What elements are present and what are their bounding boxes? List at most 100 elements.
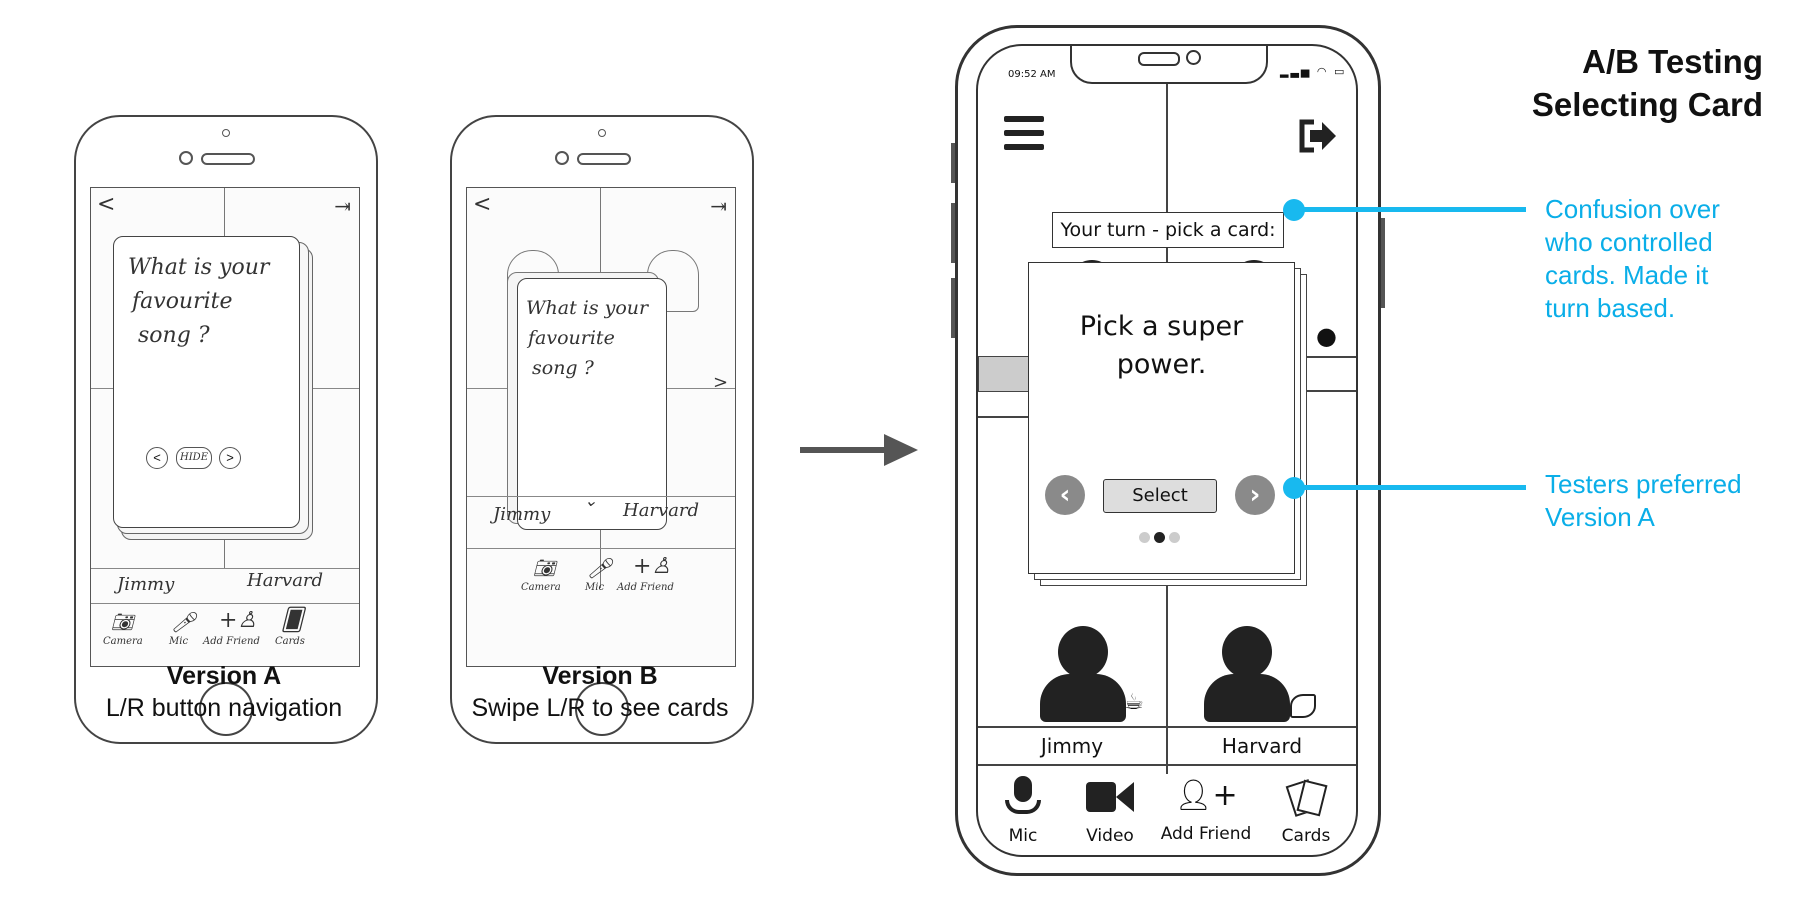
exit-icon[interactable] bbox=[1296, 116, 1340, 160]
side-button-left-2 bbox=[951, 203, 955, 263]
toolbar: 📷︎ Camera 🎤︎ Mic +♙ Add Friend 🂠 Cards bbox=[91, 608, 359, 664]
title-line-1: A/B Testing bbox=[1582, 43, 1763, 80]
add-friend-icon[interactable]: +♙ bbox=[633, 554, 672, 579]
select-button[interactable]: Select bbox=[1103, 479, 1217, 513]
version-b-caption: Version B Swipe L/R to see cards bbox=[440, 660, 760, 724]
earpiece bbox=[577, 153, 631, 165]
card-line-3: song ? bbox=[532, 357, 594, 379]
status-time: 09:52 AM bbox=[1008, 69, 1056, 80]
notch-camera bbox=[1186, 50, 1201, 65]
home-button[interactable] bbox=[575, 682, 629, 736]
camera-dot bbox=[555, 151, 569, 165]
prev-button[interactable]: < bbox=[146, 447, 168, 469]
next-card-button[interactable]: › bbox=[1235, 475, 1275, 515]
name-jimmy: Jimmy bbox=[1040, 734, 1104, 758]
turn-label: Your turn - pick a card: bbox=[1052, 212, 1284, 248]
toolbar-cards-label: Cards bbox=[1281, 826, 1331, 846]
apple-icon: ● bbox=[1316, 322, 1337, 350]
note-preferred-line-1: Testers preferred bbox=[1545, 469, 1742, 499]
note-confusion-line-4: turn based. bbox=[1545, 293, 1676, 323]
name-row-line bbox=[467, 496, 735, 497]
back-icon[interactable]: < bbox=[473, 192, 492, 217]
add-friend-icon: 👤︎+ bbox=[1174, 778, 1238, 813]
sensor-dot bbox=[598, 129, 606, 137]
toolbar-cards-label: Cards bbox=[275, 636, 305, 647]
camera-icon[interactable]: 📷︎ bbox=[533, 558, 556, 579]
note-confusion-line-1: Confusion over bbox=[1545, 194, 1720, 224]
hide-button[interactable]: HIDE bbox=[176, 447, 212, 469]
name-row-line bbox=[91, 568, 359, 569]
prev-card-button[interactable]: ‹ bbox=[1045, 475, 1085, 515]
version-a-subtitle: L/R button navigation bbox=[105, 694, 343, 722]
toolbar-add-friend-label: Add Friend bbox=[617, 582, 674, 593]
home-button[interactable] bbox=[199, 682, 253, 736]
version-a-phone: < ⇥ What is your favourite song ? < HIDE… bbox=[74, 115, 378, 744]
name-harvard: Harvard bbox=[623, 500, 700, 521]
page-title: A/B Testing Selecting Card bbox=[1532, 40, 1763, 126]
right-tile-line-1 bbox=[1278, 356, 1356, 358]
version-a-title: Version A bbox=[166, 662, 282, 690]
mic-button[interactable]: Mic bbox=[988, 776, 1058, 846]
toolbar-camera-label: Camera bbox=[103, 636, 143, 647]
status-icons: ▂▃▅ ◠ ▭ bbox=[1280, 65, 1347, 78]
lemon-icon bbox=[1290, 694, 1316, 718]
mic-icon[interactable]: 🎤︎ bbox=[171, 610, 197, 634]
toolbar-mic-label: Mic bbox=[585, 582, 605, 593]
coffee-icon: ☕︎ bbox=[1124, 690, 1144, 715]
prompt-card: Pick a super power. ‹ Select › bbox=[1028, 262, 1295, 574]
note-confusion: Confusion over who controlled cards. Mad… bbox=[1545, 193, 1720, 325]
card-line-2: favourite bbox=[132, 289, 233, 314]
left-tile-strip bbox=[978, 356, 1030, 392]
exit-icon[interactable]: ⇥ bbox=[334, 194, 351, 218]
cards-icon bbox=[1285, 778, 1328, 817]
side-button-left-1 bbox=[951, 143, 955, 183]
mic-icon[interactable]: 🎤︎ bbox=[587, 556, 613, 580]
exit-icon[interactable]: ⇥ bbox=[710, 194, 727, 218]
cards-button[interactable]: Cards bbox=[1266, 776, 1346, 846]
video-button[interactable]: Video bbox=[1070, 776, 1150, 846]
name-harvard: Harvard bbox=[247, 570, 324, 591]
callout-line-1 bbox=[1294, 207, 1526, 212]
back-icon[interactable]: < bbox=[97, 192, 116, 217]
version-a-screen: < ⇥ What is your favourite song ? < HIDE… bbox=[90, 187, 360, 667]
card-prompt-line-1: Pick a super bbox=[1079, 311, 1244, 342]
card-line-1: What is your bbox=[128, 255, 270, 280]
toolbar-line bbox=[467, 548, 735, 549]
card-line-2: favourite bbox=[528, 327, 615, 349]
camera-icon[interactable]: 📷︎ bbox=[111, 612, 134, 633]
camera-dot bbox=[179, 151, 193, 165]
toolbar-mic-label: Mic bbox=[169, 636, 189, 647]
menu-icon[interactable] bbox=[1004, 116, 1044, 150]
version-b-subtitle: Swipe L/R to see cards bbox=[471, 694, 729, 722]
card-line-3: song ? bbox=[138, 323, 210, 348]
swipe-down-icon[interactable]: ⌄ bbox=[584, 491, 598, 510]
toolbar-mic-label: Mic bbox=[1008, 826, 1038, 846]
toolbar-add-friend-label: Add Friend bbox=[1160, 824, 1252, 844]
name-harvard: Harvard bbox=[1221, 734, 1303, 758]
add-friend-icon[interactable]: +♙ bbox=[219, 608, 258, 633]
name-row-line bbox=[978, 726, 1356, 728]
note-preferred-line-2: Version A bbox=[1545, 502, 1655, 532]
sensor-dot bbox=[222, 129, 230, 137]
side-button-left-3 bbox=[951, 278, 955, 338]
note-confusion-line-2: who controlled bbox=[1545, 227, 1713, 257]
swipe-right-icon[interactable]: > bbox=[713, 372, 729, 393]
callout-line-2 bbox=[1294, 485, 1526, 490]
note-preferred: Testers preferred Version A bbox=[1545, 468, 1742, 534]
video-icon bbox=[1086, 780, 1134, 814]
add-friend-button[interactable]: 👤︎+ Add Friend bbox=[1154, 776, 1258, 846]
page-dots bbox=[1139, 528, 1180, 547]
card-prompt-line-2: power. bbox=[1116, 349, 1207, 380]
toolbar: 📷︎ Camera 🎤︎ Mic +♙ Add Friend bbox=[467, 554, 735, 610]
cards-icon[interactable]: 🂠 bbox=[281, 608, 304, 633]
next-button[interactable]: > bbox=[219, 447, 241, 469]
toolbar-camera-label: Camera bbox=[521, 582, 561, 593]
version-b-title: Version B bbox=[542, 662, 658, 690]
question-card: What is your favourite song ? < HIDE > bbox=[113, 236, 300, 528]
version-a-caption: Version A L/R button navigation bbox=[64, 660, 384, 724]
version-b-screen: < ⇥ What is your favourite song ? ⌄ > Ji… bbox=[466, 187, 736, 667]
title-line-2: Selecting Card bbox=[1531, 86, 1763, 123]
mockup-phone: 09:52 AM ▂▃▅ ◠ ▭ Your turn - pick a card… bbox=[951, 25, 1385, 876]
toolbar-line bbox=[91, 603, 359, 604]
name-jimmy: Jimmy bbox=[493, 504, 551, 525]
